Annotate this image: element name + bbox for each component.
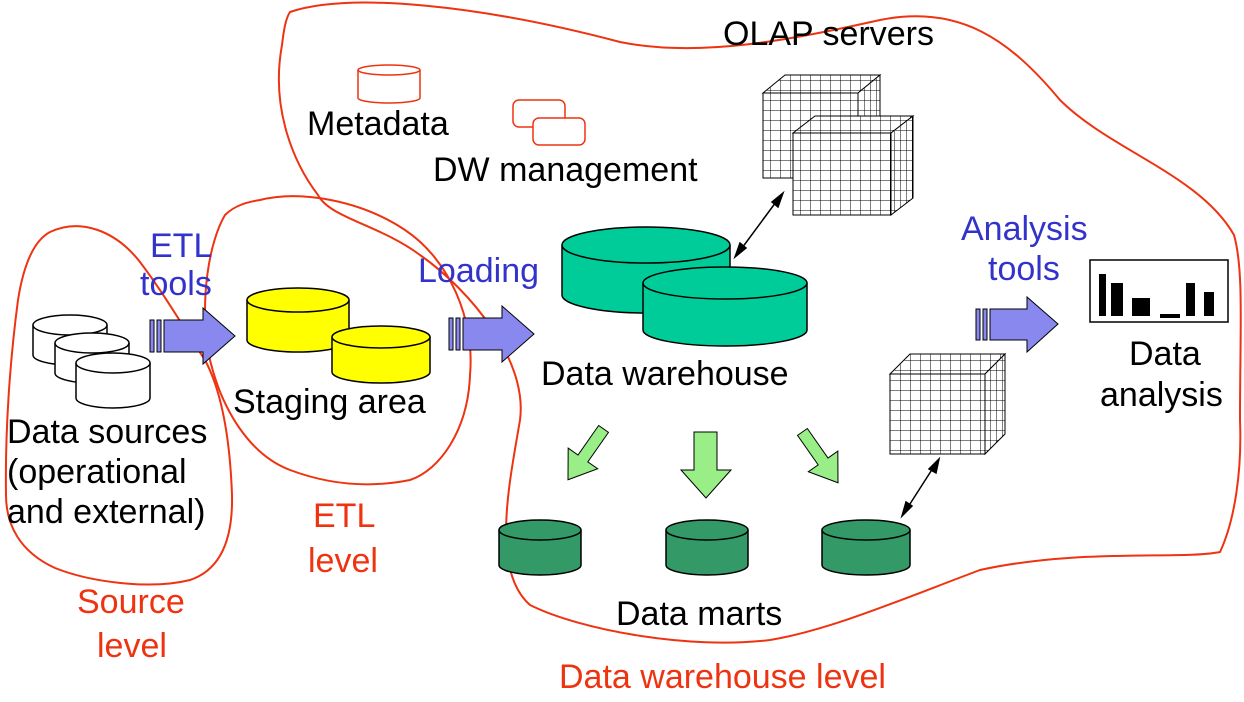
data-source-cylinder-3 (75, 352, 151, 409)
staging-cylinder-2 (331, 325, 431, 384)
etl-arrow-icon (149, 306, 236, 366)
data-warehouse-label: Data warehouse (541, 355, 789, 393)
data-sources-label-line2: (operational (7, 453, 187, 491)
datamart-cylinder-3 (821, 519, 911, 576)
olap-datamart-connector (900, 456, 941, 519)
staging-area-label: Staging area (233, 383, 426, 421)
loading-arrow-icon (448, 304, 535, 364)
etl-tools-label-line2: tools (140, 265, 212, 303)
dw-management-icon (512, 99, 586, 146)
bar-chart-icon (1089, 259, 1229, 323)
data-sources-label-line3: and external) (7, 493, 206, 531)
olap-warehouse-connector (733, 190, 785, 260)
analysis-arrow-icon (975, 295, 1059, 354)
data-analysis-label-line2: analysis (1100, 376, 1223, 414)
datamart-arrow-right-icon (796, 427, 839, 484)
olap-cube-front (791, 114, 915, 217)
data-sources-label-line1: Data sources (7, 413, 208, 451)
etl-level-label-line1: ETL (313, 497, 376, 535)
dw-management-label: DW management (433, 151, 698, 189)
dw-level-boundary (277, 1, 1242, 644)
etl-tools-label-line1: ETL (150, 227, 213, 265)
olap-servers-label: OLAP servers (723, 15, 935, 53)
source-level-label-line1: Source (77, 583, 185, 621)
metadata-label: Metadata (307, 105, 449, 143)
etl-level-label-line2: level (308, 542, 378, 580)
data-analysis-label-line1: Data (1129, 335, 1201, 373)
staging-cylinder-1 (246, 287, 350, 353)
loading-label: Loading (418, 252, 540, 290)
dw-level-label: Data warehouse level (559, 658, 886, 696)
datamart-arrow-left-icon (567, 424, 610, 481)
datamart-arrow-middle-icon (679, 431, 733, 499)
data-marts-label: Data marts (616, 595, 783, 633)
analysis-tools-label-line2: tools (988, 250, 1060, 288)
warehouse-cylinder-2 (642, 266, 808, 347)
analysis-tools-label-line1: Analysis (961, 210, 1088, 248)
metadata-icon (357, 64, 421, 104)
source-level-label-line2: level (97, 627, 167, 665)
source-level-boundary (4, 225, 234, 586)
datamart-cylinder-2 (665, 519, 749, 576)
datamart-cylinder-1 (498, 519, 582, 576)
etl-level-boundary (204, 195, 472, 486)
olap-cube-datamart (888, 352, 1007, 456)
